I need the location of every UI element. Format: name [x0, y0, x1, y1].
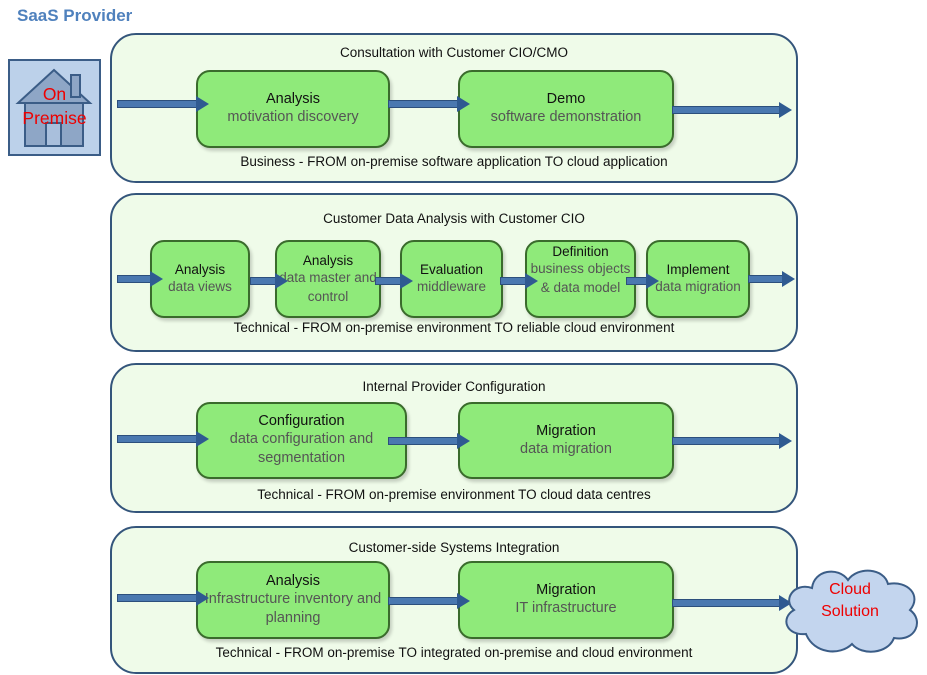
- panel-title: Customer Data Analysis with Customer CIO: [323, 211, 585, 226]
- flow-arrow: [117, 96, 209, 112]
- step-analysis-data-master[interactable]: Analysis data master and control: [275, 240, 381, 318]
- flow-arrow: [117, 590, 209, 606]
- flow-arrow: [117, 431, 209, 447]
- flow-arrow: [748, 271, 795, 287]
- flow-arrow: [672, 433, 792, 449]
- step-desc: Infrastructure inventory and planning: [204, 590, 382, 626]
- step-desc: business objects & data model: [530, 261, 631, 295]
- step-title: Configuration: [258, 413, 345, 429]
- panel-footer: Business - FROM on-premise software appl…: [240, 154, 668, 169]
- step-analysis-infrastructure[interactable]: Analysis Infrastructure inventory and pl…: [196, 561, 390, 639]
- step-analysis-motivation[interactable]: Analysis motivation discovery: [196, 70, 390, 148]
- step-demo[interactable]: Demo software demonstration: [458, 70, 674, 148]
- step-evaluation[interactable]: Evaluation middleware: [400, 240, 503, 318]
- panel-footer: Technical - FROM on-premise TO integrate…: [215, 645, 693, 660]
- step-desc: data configuration and segmentation: [229, 431, 374, 466]
- step-title: Migration: [536, 422, 596, 439]
- step-title: Evaluation: [419, 262, 484, 277]
- panel-title: Consultation with Customer CIO/CMO: [339, 45, 569, 60]
- step-title: Demo: [546, 91, 586, 107]
- step-title: Analysis: [266, 572, 320, 589]
- step-title: Analysis: [174, 262, 226, 277]
- step-desc: middleware: [416, 279, 487, 294]
- step-desc: data views: [168, 279, 232, 294]
- step-desc: motivation discovery: [227, 109, 359, 125]
- flow-arrow: [250, 273, 288, 289]
- diagram-title: SaaS Provider: [17, 6, 133, 25]
- flow-arrow: [375, 273, 413, 289]
- panel-title: Customer-side Systems Integration: [348, 540, 560, 555]
- flow-arrow: [500, 273, 538, 289]
- step-desc: IT infrastructure: [515, 600, 617, 616]
- on-premise-label-line2: Premise: [22, 108, 87, 128]
- panel-title: Internal Provider Configuration: [362, 379, 546, 394]
- cloud-label-line2: Solution: [821, 603, 879, 620]
- step-title: Analysis: [302, 252, 354, 268]
- step-desc: data master and control: [279, 269, 377, 304]
- step-implement[interactable]: Implement data migration: [646, 240, 750, 318]
- step-analysis-data-views[interactable]: Analysis data views: [150, 240, 250, 318]
- cloud-solution-icon: Cloud Solution: [776, 562, 924, 657]
- flow-arrow: [117, 271, 163, 287]
- panel-footer: Technical - FROM on-premise environment …: [233, 320, 675, 335]
- step-title: Definition: [552, 244, 609, 259]
- on-premise-label-line1: On: [42, 84, 67, 104]
- step-desc: data migration: [655, 279, 741, 294]
- step-desc: data migration: [520, 440, 612, 457]
- flow-arrow: [672, 595, 792, 611]
- step-migration-it[interactable]: Migration IT infrastructure: [458, 561, 674, 639]
- flow-arrow: [388, 96, 470, 112]
- step-title: Migration: [536, 582, 596, 598]
- flow-arrow: [672, 102, 792, 118]
- step-migration-data[interactable]: Migration data migration: [458, 402, 674, 479]
- flow-arrow: [388, 593, 470, 609]
- flow-arrow: [626, 273, 659, 289]
- flow-arrow: [388, 433, 470, 449]
- step-title: Analysis: [266, 91, 320, 107]
- panel-footer: Technical - FROM on-premise environment …: [257, 487, 651, 502]
- cloud-label-line1: Cloud: [829, 581, 871, 598]
- step-definition[interactable]: Definition business objects & data model: [525, 240, 636, 318]
- step-configuration[interactable]: Configuration data configuration and seg…: [196, 402, 407, 479]
- step-desc: software demonstration: [490, 109, 642, 125]
- on-premise-house-icon: On Premise: [8, 59, 101, 156]
- step-title: Implement: [666, 262, 730, 277]
- panel-data-analysis: Customer Data Analysis with Customer CIO…: [110, 193, 798, 352]
